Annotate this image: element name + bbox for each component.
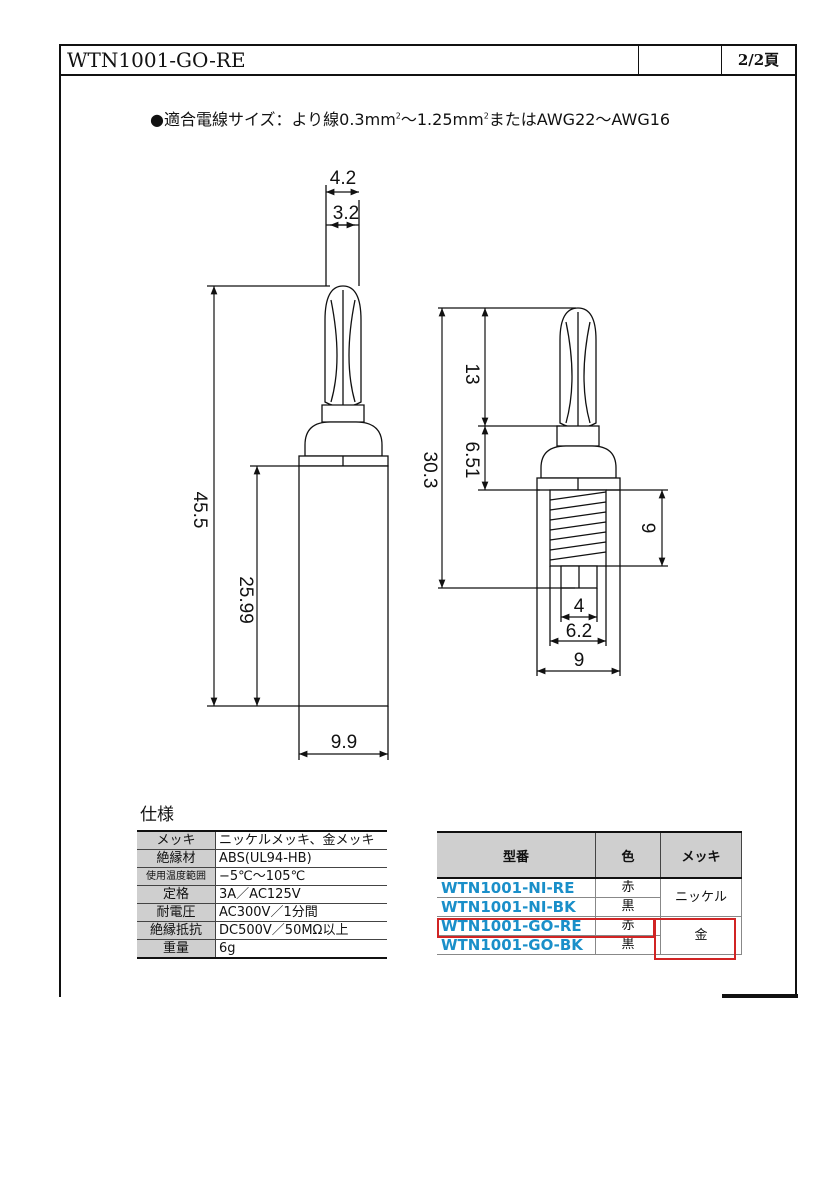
spec-value: AC300V／1分間 xyxy=(215,903,387,922)
model-number: WTN1001-NI-BK xyxy=(437,897,596,917)
spec-value: 6g xyxy=(215,939,387,959)
left-view xyxy=(207,185,389,760)
plating-gold: 金 xyxy=(660,916,742,955)
dim-25-99: 25.99 xyxy=(235,576,256,624)
title-block: WTN1001-GO-RE 2/2頁 xyxy=(59,44,797,76)
dim-9-thread: 9 xyxy=(637,523,658,534)
plating-nickel: ニッケル xyxy=(660,878,742,917)
spec-row: 使用温度範囲−5℃〜105℃ xyxy=(137,867,387,886)
spec-value: 3A／AC125V xyxy=(215,885,387,904)
spec-key: メッキ xyxy=(137,831,216,850)
dim-45-5: 45.5 xyxy=(189,492,210,529)
right-dimensions xyxy=(438,308,666,675)
dim-6-2: 6.2 xyxy=(566,621,592,642)
spec-key: 絶縁抵抗 xyxy=(137,921,216,940)
dim-3-2: 3.2 xyxy=(333,203,359,224)
header-plating: メッキ xyxy=(660,831,742,879)
drawing-title: WTN1001-GO-RE xyxy=(61,46,639,74)
left-dimensions xyxy=(210,188,388,758)
table-row: WTN1001-NI-BK 黒 xyxy=(437,897,742,917)
dim-30-3: 30.3 xyxy=(419,452,440,489)
dim-13: 13 xyxy=(461,363,482,384)
note-part-3: またはAWG22〜AWG16 xyxy=(488,110,671,129)
highlight-plating-cell xyxy=(654,918,736,960)
model-color: 黒 xyxy=(595,935,661,955)
model-color: 赤 xyxy=(595,878,661,898)
spec-key: 耐電圧 xyxy=(137,903,216,922)
header-model: 型番 xyxy=(437,831,596,879)
frame-corner-bar xyxy=(722,994,798,998)
spec-value: DC500V／50MΩ以上 xyxy=(215,921,387,940)
note-sup-2: 2 xyxy=(483,111,489,121)
highlight-model-row xyxy=(437,918,655,938)
title-block-blank-cell xyxy=(639,46,722,74)
dim-4-2: 4.2 xyxy=(330,168,356,189)
spec-value: −5℃〜105℃ xyxy=(215,867,387,886)
note-part-1: ●適合電線サイズ：より線0.3mm xyxy=(150,110,396,129)
wire-size-note: ●適合電線サイズ：より線0.3mm2〜1.25mm2またはAWG22〜AWG16 xyxy=(150,106,670,130)
note-sup-1: 2 xyxy=(395,111,401,121)
note-part-2: 〜1.25mm xyxy=(400,110,484,129)
page-number: 2/2頁 xyxy=(737,51,780,69)
model-color: 赤 xyxy=(595,916,661,936)
model-number: WTN1001-GO-BK xyxy=(437,935,596,955)
dim-4: 4 xyxy=(574,596,585,617)
spec-key: 使用温度範囲 xyxy=(137,867,216,886)
table-row: WTN1001-NI-RE 赤 ニッケル xyxy=(437,878,742,917)
spec-key: 重量 xyxy=(137,939,216,959)
model-number: WTN1001-GO-RE xyxy=(437,916,596,936)
spec-row: メッキニッケルメッキ、金メッキ xyxy=(137,831,387,850)
right-view xyxy=(438,307,668,676)
dim-9-9: 9.9 xyxy=(331,732,357,753)
table-row: WTN1001-GO-RE 赤 金 xyxy=(437,916,742,955)
model-number: WTN1001-NI-RE xyxy=(437,878,596,898)
dim-6-51: 6.51 xyxy=(461,442,482,479)
header-color: 色 xyxy=(595,831,661,879)
model-header-row: 型番 色 メッキ xyxy=(437,831,742,879)
model-table: 型番 色 メッキ WTN1001-NI-RE 赤 ニッケル WTN1001-NI… xyxy=(437,831,742,955)
spec-key: 定格 xyxy=(137,885,216,904)
dim-9-base: 9 xyxy=(574,650,585,671)
spec-key: 絶縁材 xyxy=(137,849,216,868)
model-color: 黒 xyxy=(595,897,661,917)
spec-title: 仕様 xyxy=(140,805,174,825)
spec-value: ABS(UL94-HB) xyxy=(215,849,387,868)
spec-value: ニッケルメッキ、金メッキ xyxy=(215,831,387,850)
table-row: WTN1001-GO-BK 黒 xyxy=(437,935,742,955)
